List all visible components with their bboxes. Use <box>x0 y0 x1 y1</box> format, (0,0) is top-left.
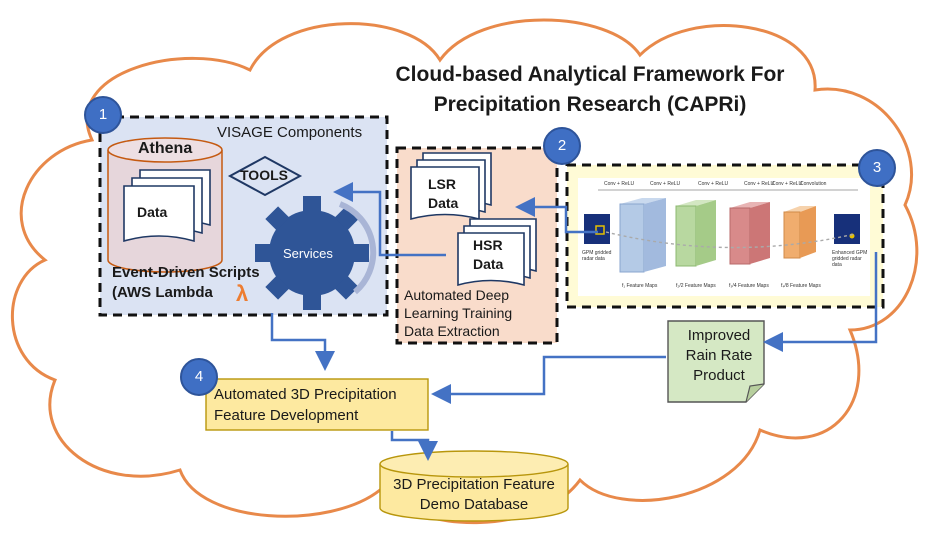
services-gear <box>255 196 377 310</box>
training-caption-line-1: Automated Deep <box>404 287 510 303</box>
cnn-stage-label: Conv + ReLU <box>744 181 775 187</box>
cnn-output-label-line-3: data <box>832 262 842 268</box>
services-label: Services <box>283 246 333 261</box>
cnn-input-label: GPM gridded radar data <box>582 250 611 262</box>
arrow-cnn-to-lsr <box>515 197 598 234</box>
tools-diamond <box>227 155 303 197</box>
cnn-output-label-line-1: Enhanced GPM <box>832 250 868 256</box>
step-badge-4: 4 <box>180 358 218 396</box>
cnn-input-image <box>584 214 610 244</box>
cnn-input-label-line-1: GPM gridded <box>582 250 612 256</box>
lambda-icon: λ <box>236 281 249 306</box>
lsr-label-line-1: LSR <box>428 176 456 192</box>
feature-dev-box <box>205 378 429 431</box>
cnn-flow-arc <box>605 231 856 249</box>
cnn-feature-label: f₄/8 Feature Maps <box>781 283 821 289</box>
lsr-data-stack <box>410 152 492 221</box>
arrow-rainrate-to-featuredev <box>431 355 666 404</box>
cnn-block-2 <box>675 200 716 267</box>
training-caption-line-2: Learning Training <box>404 305 513 321</box>
hsr-label-line-2: Data <box>473 256 504 272</box>
cnn-input-label-line-2: radar data <box>582 256 605 262</box>
cnn-feature-label: f₂/2 Feature Maps <box>676 283 716 289</box>
cnn-output-image <box>834 214 860 244</box>
arrow-services-to-featuredev <box>270 313 335 371</box>
diagram-title: Cloud-based Analytical Framework For Pre… <box>320 60 860 120</box>
scripts-label-line-1: Event-Driven Scripts <box>112 264 260 281</box>
arrow-cnn-to-rainrate <box>763 252 878 352</box>
tools-label: TOOLS <box>240 167 288 183</box>
feature-dev-label: Automated 3D Precipitation Feature Devel… <box>214 384 397 426</box>
cnn-feature-label: f₁ Feature Maps <box>622 283 658 289</box>
step-badge-1: 1 <box>84 96 122 134</box>
athena-data-stack <box>123 169 211 243</box>
title-line-1: Cloud-based Analytical Framework For <box>395 63 785 86</box>
cnn-stage-label: Conv + ReLU <box>650 181 681 187</box>
step-badge-3: 3 <box>858 149 896 187</box>
athena-label: Athena <box>138 140 193 157</box>
hsr-data-stack <box>457 218 537 287</box>
database-label: 3D Precipitation Feature Demo Database <box>380 475 568 515</box>
rain-rate-label: Improved Rain Rate Product <box>676 326 762 386</box>
database-line-1: 3D Precipitation Feature <box>393 476 555 493</box>
cnn-block-3 <box>729 202 770 265</box>
cnn-feature-label: f₃/4 Feature Maps <box>729 283 769 289</box>
lsr-label: LSR Data <box>428 175 458 213</box>
hsr-label: HSR Data <box>473 236 503 274</box>
visage-header: VISAGE Components <box>217 124 363 141</box>
training-caption-line-3: Data Extraction <box>404 323 500 339</box>
hsr-label-line-1: HSR <box>473 237 503 253</box>
rain-rate-line-3: Product <box>693 367 745 384</box>
cnn-block-4 <box>783 206 816 259</box>
database-line-2: Demo Database <box>419 496 529 513</box>
training-caption: Automated Deep Learning Training Data Ex… <box>404 286 512 340</box>
cnn-stage-label: Convolution <box>800 181 827 187</box>
feature-dev-line-2: Feature Development <box>214 407 359 424</box>
scripts-label-line-2: (AWS Lambda <box>112 284 213 301</box>
lsr-label-line-2: Data <box>428 195 459 211</box>
cnn-block-1 <box>619 198 666 273</box>
rain-rate-line-2: Rain Rate <box>685 347 753 364</box>
cnn-output-label-line-2: gridded radar <box>832 256 862 262</box>
step-badge-2: 2 <box>543 127 581 165</box>
feature-dev-line-1: Automated 3D Precipitation <box>214 386 397 403</box>
title-line-2: Precipitation Research (CAPRi) <box>433 93 747 116</box>
rain-rate-line-1: Improved <box>687 327 751 344</box>
arrow-hsr-to-tools <box>333 182 446 257</box>
cnn-stage-label: Conv + ReLU <box>698 181 729 187</box>
cnn-output-label: Enhanced GPM gridded radar data <box>832 250 867 268</box>
cnn-stage-label: Conv + ReLU <box>604 181 635 187</box>
cnn-stage-label: Conv + ReLU <box>772 181 803 187</box>
arrow-featuredev-to-database <box>390 431 438 461</box>
athena-data-label: Data <box>137 204 168 220</box>
